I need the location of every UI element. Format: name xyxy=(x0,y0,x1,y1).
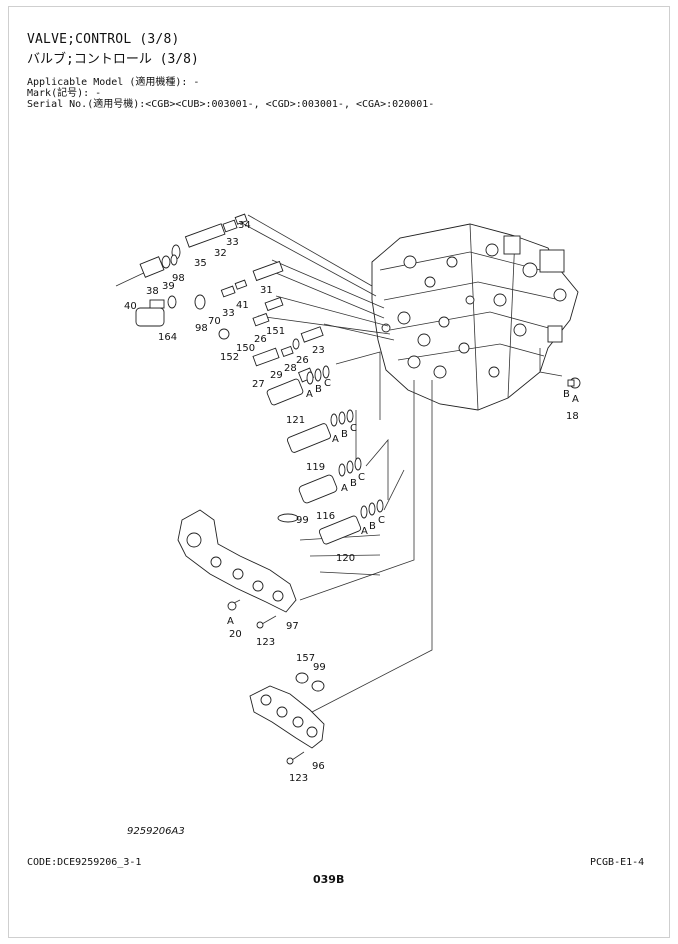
seal-A-20: A xyxy=(227,616,234,627)
callout-34: 34 xyxy=(238,220,251,231)
page-code-right: PCGB-E1-4 xyxy=(590,857,645,868)
callout-38: 38 xyxy=(146,286,159,297)
mark-field: Mark(記号): - xyxy=(27,88,102,99)
seal-C-116: C xyxy=(358,472,365,483)
seal-B-120: B xyxy=(369,521,376,532)
cartridge-120 xyxy=(318,499,384,545)
cartridge-116 xyxy=(298,457,362,504)
seal-A-121: A xyxy=(306,389,313,400)
callout-98-lower: 98 xyxy=(195,323,208,334)
seal-B-116: B xyxy=(350,478,357,489)
callout-150: 150 xyxy=(236,343,255,354)
callout-121: 121 xyxy=(286,415,305,426)
page-title: VALVE;CONTROL (3/8) xyxy=(27,32,180,47)
callout-28: 28 xyxy=(284,363,297,374)
control-valve-body xyxy=(371,223,579,411)
page-border xyxy=(8,6,670,938)
callout-123-upper: 123 xyxy=(256,637,275,648)
seal-A-18: A xyxy=(572,394,579,405)
leader-lines xyxy=(239,214,563,713)
callout-18: 18 xyxy=(566,411,579,422)
callout-96: 96 xyxy=(312,761,325,772)
seal-B-119: B xyxy=(341,429,348,440)
callout-26-upper: 26 xyxy=(254,334,267,345)
seal-C-119: C xyxy=(350,423,357,434)
callout-97: 97 xyxy=(286,621,299,632)
seal-A-116: A xyxy=(341,483,348,494)
callout-99-upper: 99 xyxy=(296,515,309,526)
callout-26-lower: 26 xyxy=(296,355,309,366)
callout-119: 119 xyxy=(306,462,325,473)
callout-120: 120 xyxy=(336,553,355,564)
callout-164: 164 xyxy=(158,332,177,343)
callout-41: 41 xyxy=(236,300,249,311)
seal-B-121: B xyxy=(315,384,322,395)
serial-number: Serial No.(適用号機):<CGB><CUB>:003001-, <CG… xyxy=(27,99,435,110)
cartridge-119 xyxy=(286,409,354,453)
manifold-block-96 xyxy=(249,672,325,765)
callout-152: 152 xyxy=(220,352,239,363)
seal-B-18: B xyxy=(563,389,570,400)
drawing-number: 9259206A3 xyxy=(127,826,185,837)
page-title-japanese: バルブ;コントロール (3/8) xyxy=(27,52,199,67)
callout-123-lower: 123 xyxy=(289,773,308,784)
callout-31: 31 xyxy=(260,285,273,296)
callout-157: 157 xyxy=(296,653,315,664)
seal-C-120: C xyxy=(378,515,385,526)
page-code-left: CODE:DCE9259206_3-1 xyxy=(27,857,142,868)
callout-40: 40 xyxy=(124,301,137,312)
callout-39: 39 xyxy=(162,281,175,292)
callout-32: 32 xyxy=(214,248,227,259)
seal-A-120: A xyxy=(361,526,368,537)
relief-valve-group xyxy=(115,254,230,340)
seal-C-121: C xyxy=(324,378,331,389)
spool-group-top xyxy=(171,213,324,367)
cartridge-121 xyxy=(266,365,330,406)
callout-35: 35 xyxy=(194,258,207,269)
callout-27: 27 xyxy=(252,379,265,390)
manifold-block-97 xyxy=(177,509,299,629)
callout-33: 33 xyxy=(226,237,239,248)
callout-116: 116 xyxy=(316,511,335,522)
callout-20: 20 xyxy=(229,629,242,640)
page-number: 039B xyxy=(313,873,345,886)
callout-29: 29 xyxy=(270,370,283,381)
callout-70: 70 xyxy=(208,316,221,327)
applicable-model: Applicable Model (適用機種): - xyxy=(27,77,200,88)
plug-18 xyxy=(567,377,581,389)
callout-98-upper: 98 xyxy=(172,273,185,284)
callout-151: 151 xyxy=(266,326,285,337)
callout-33-lower: 33 xyxy=(222,308,235,319)
callout-99-lower: 99 xyxy=(313,662,326,673)
seal-A-119: A xyxy=(332,434,339,445)
callout-23: 23 xyxy=(312,345,325,356)
